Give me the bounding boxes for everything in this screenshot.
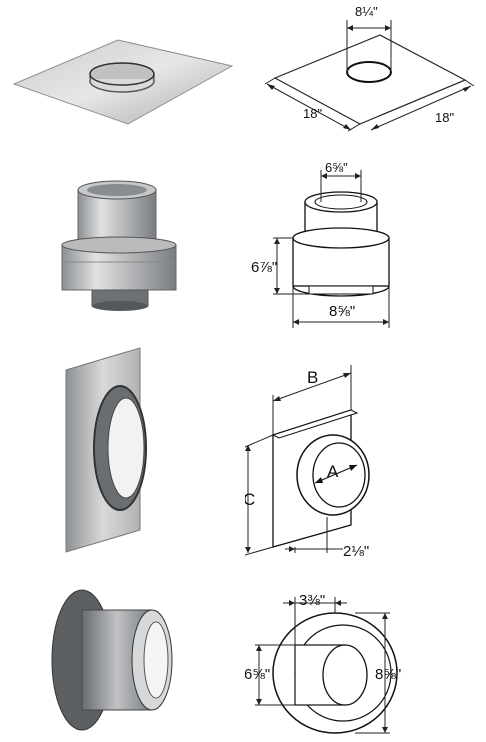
thimble-left-dim: 6⅝" bbox=[245, 666, 270, 683]
adapter-photo bbox=[0, 150, 245, 320]
round-adapter-photo-icon bbox=[61, 180, 177, 311]
wallplate-b-dim: B bbox=[307, 368, 318, 387]
flat-plate-photo-icon bbox=[12, 39, 234, 125]
adapter-drawing: 6⅝" 6⅞" 8⅝" bbox=[245, 150, 486, 335]
thimble-top-dim: 3⅜" bbox=[299, 592, 325, 609]
adapter-diagram: 6⅝" 6⅞" 8⅝" bbox=[251, 160, 390, 328]
wallplate-c-dim: C bbox=[245, 490, 255, 509]
plate-top-dim: 8¼" bbox=[355, 4, 378, 19]
plate-drawing: 8¼" 18" 18" bbox=[245, 0, 486, 140]
adapter-side-dim: 6⅞" bbox=[251, 259, 277, 276]
adapter-top-dim: 6⅝" bbox=[325, 160, 348, 175]
plate-right-dim: 18" bbox=[435, 110, 454, 125]
wallplate-photo bbox=[0, 340, 245, 555]
round-thimble-photo-icon bbox=[51, 589, 173, 731]
thimble-diagram: 3⅜" 6⅝" 8⅝" bbox=[244, 592, 401, 734]
wallplate-a-dim: A bbox=[327, 462, 339, 481]
thimble-right-dim: 8⅝" bbox=[375, 666, 401, 683]
plate-photo bbox=[0, 0, 245, 140]
plate-left-dim: 18" bbox=[303, 106, 322, 121]
adapter-bottom-dim: 8⅝" bbox=[329, 303, 355, 320]
plate-diagram: 8¼" 18" 18" bbox=[264, 4, 475, 132]
wallplate-bottom-dim: 2⅛" bbox=[343, 543, 369, 560]
wallplate-diagram: A B C 2⅛" bbox=[243, 365, 370, 560]
square-wall-plate-photo-icon bbox=[65, 347, 147, 553]
thimble-drawing: 3⅜" 6⅝" 8⅝" bbox=[244, 585, 486, 737]
thimble-photo bbox=[0, 580, 245, 737]
wallplate-drawing: A B C 2⅛" bbox=[243, 355, 486, 570]
